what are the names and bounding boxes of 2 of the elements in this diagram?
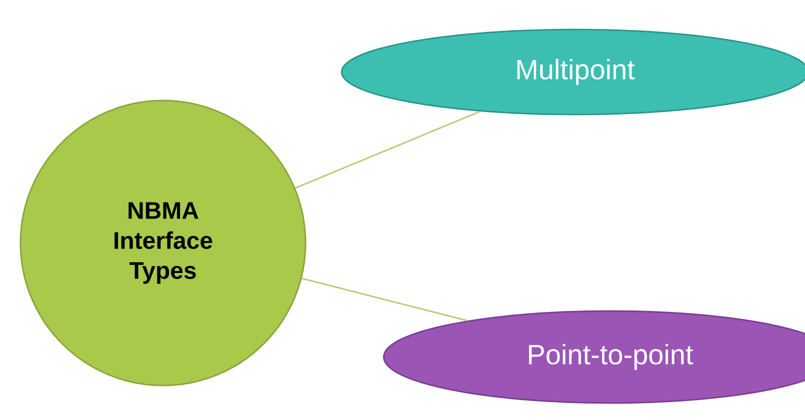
connector-line bbox=[295, 110, 480, 189]
connector-line bbox=[302, 278, 468, 322]
